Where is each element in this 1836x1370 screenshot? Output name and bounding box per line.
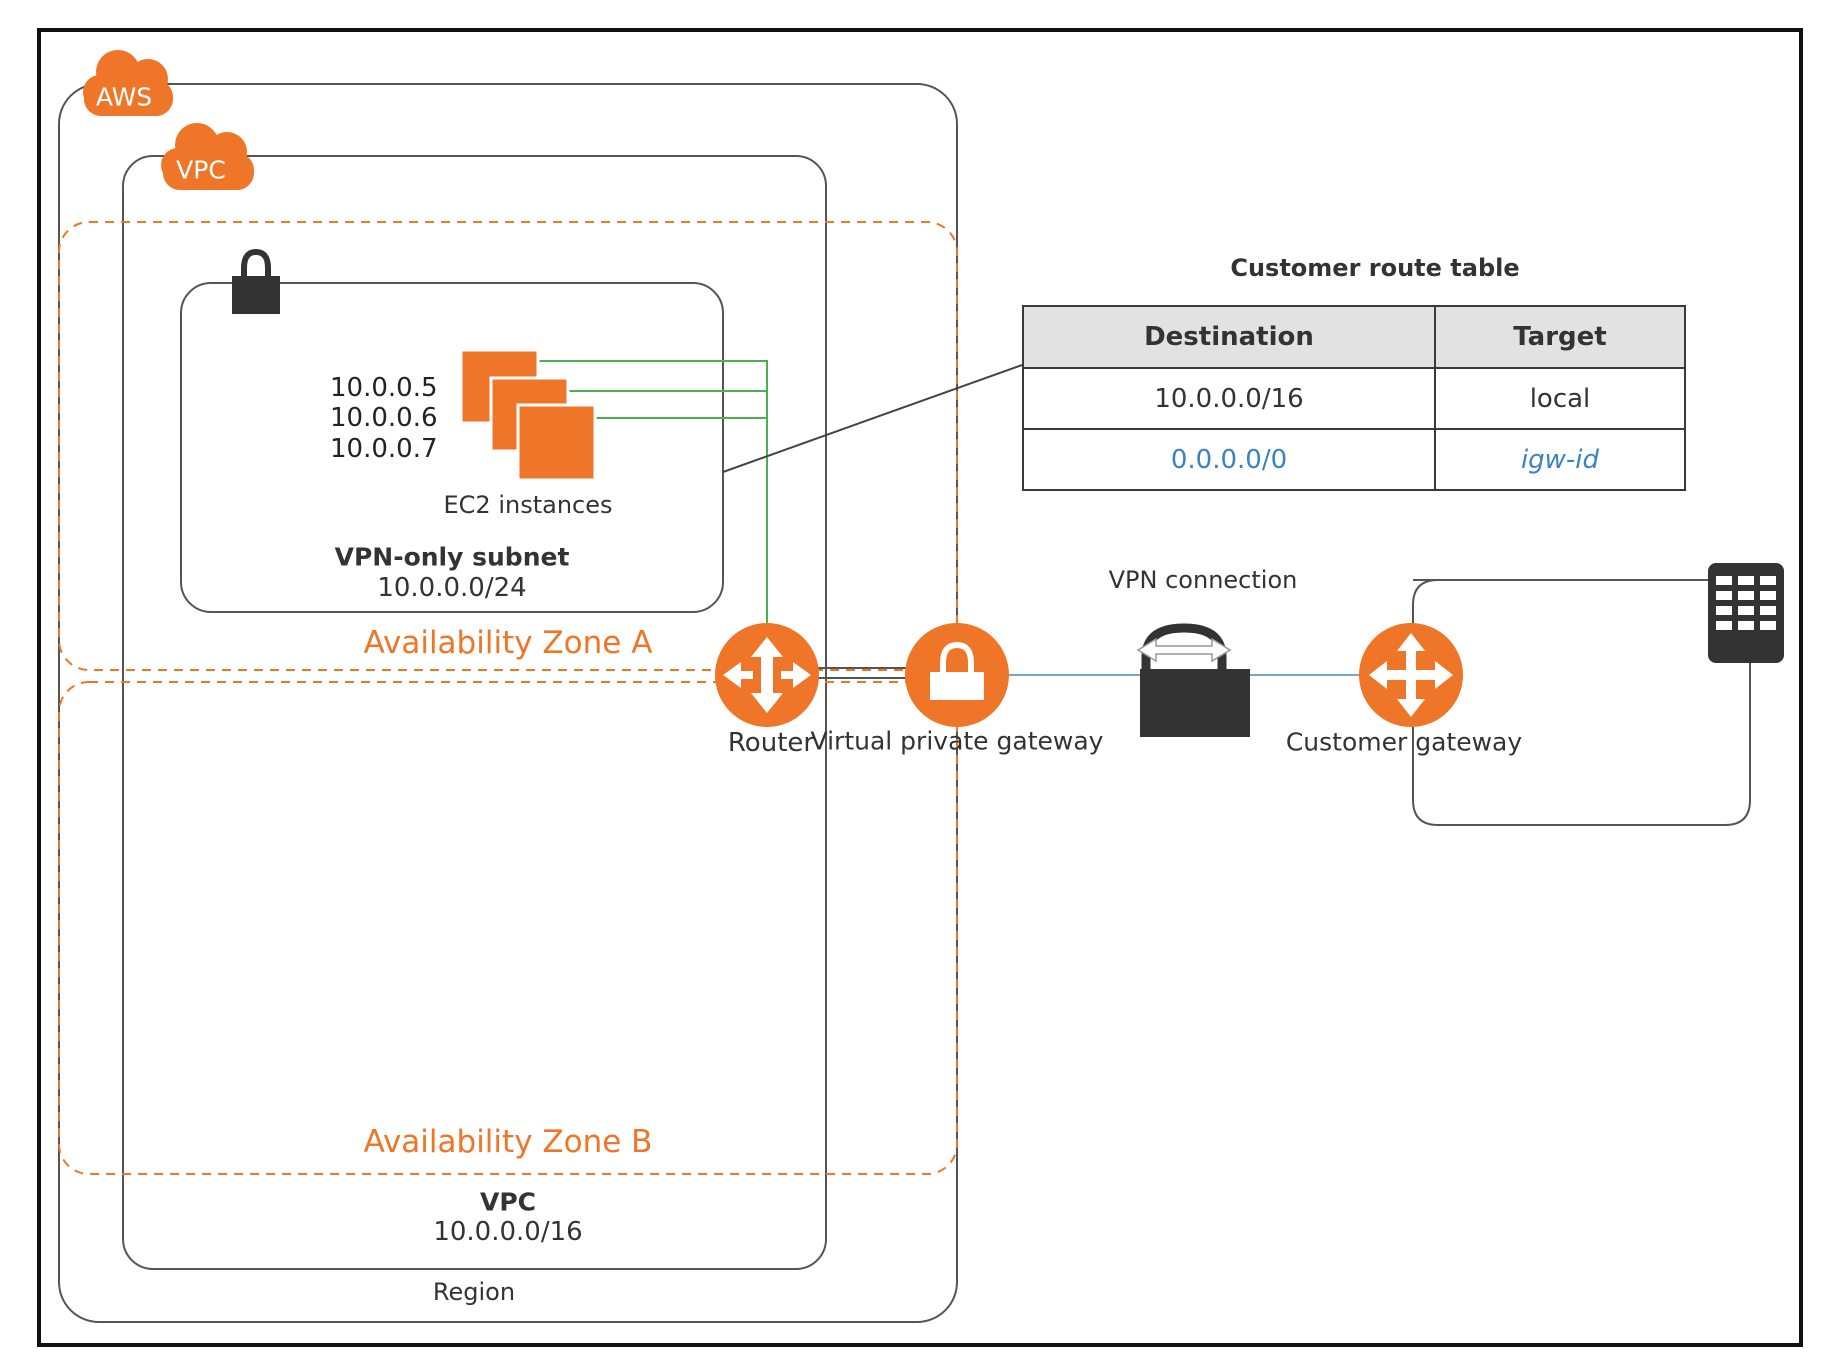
route-destination: 10.0.0.0/16 xyxy=(1022,367,1436,430)
vpc-cloud-icon xyxy=(161,123,254,190)
route-target: local xyxy=(1434,367,1686,430)
availability-zone-a-box xyxy=(58,221,958,671)
customer-gateway-icon xyxy=(1359,623,1463,727)
route-table-title: Customer route table xyxy=(1230,254,1520,282)
availability-zone-a-label: Availability Zone A xyxy=(363,625,653,661)
vpc-cidr: 10.0.0.0/16 xyxy=(433,1217,583,1247)
padlock-icon xyxy=(232,248,280,314)
route-target: igw-id xyxy=(1434,428,1686,491)
route-table: Destination Target 10.0.0.0/16 local 0.0… xyxy=(1022,305,1686,491)
route-table-header-destination: Destination xyxy=(1022,305,1436,369)
customer-gateway-label: Customer gateway xyxy=(1285,727,1523,757)
vpc-cloud-label: VPC xyxy=(176,155,226,185)
route-table-header-row: Destination Target xyxy=(1022,305,1686,369)
aws-cloud-label: AWS xyxy=(95,82,153,112)
route-destination: 0.0.0.0/0 xyxy=(1022,428,1436,491)
ec2-instances-label: EC2 instances xyxy=(443,491,613,519)
virtual-private-gateway-label: Virtual private gateway xyxy=(810,726,1104,756)
route-table-connector xyxy=(722,364,1023,473)
instance-ip-3: 10.0.0.7 xyxy=(330,434,438,464)
instance-ip-2: 10.0.0.6 xyxy=(330,403,438,433)
router-icon xyxy=(715,623,819,727)
availability-zone-b-label: Availability Zone B xyxy=(363,1124,653,1160)
table-row: 10.0.0.0/16 local xyxy=(1022,367,1686,430)
instance-ip-1: 10.0.0.5 xyxy=(330,373,438,403)
availability-zone-b-box xyxy=(58,681,958,1175)
subnet-name: VPN-only subnet xyxy=(334,542,570,572)
subnet-box xyxy=(180,282,724,613)
vpn-connection-label: VPN connection xyxy=(1108,566,1298,594)
subnet-cidr: 10.0.0.0/24 xyxy=(377,573,527,603)
vpc-box xyxy=(122,155,827,1270)
corporate-building-icon xyxy=(1708,563,1784,663)
region-label: Region xyxy=(432,1278,516,1306)
route-table-header-target: Target xyxy=(1434,305,1686,369)
router-label: Router xyxy=(727,728,815,758)
vpn-gateway-icon xyxy=(905,623,1009,727)
vpc-title: VPC xyxy=(479,1187,537,1217)
instance-router-connectors xyxy=(536,360,768,628)
customer-site-box xyxy=(1412,579,1751,826)
ec2-instance-icon xyxy=(459,348,597,482)
vpn-lock-icon xyxy=(1136,618,1250,737)
aws-cloud-icon xyxy=(83,50,173,116)
table-row: 0.0.0.0/0 igw-id xyxy=(1022,428,1686,491)
